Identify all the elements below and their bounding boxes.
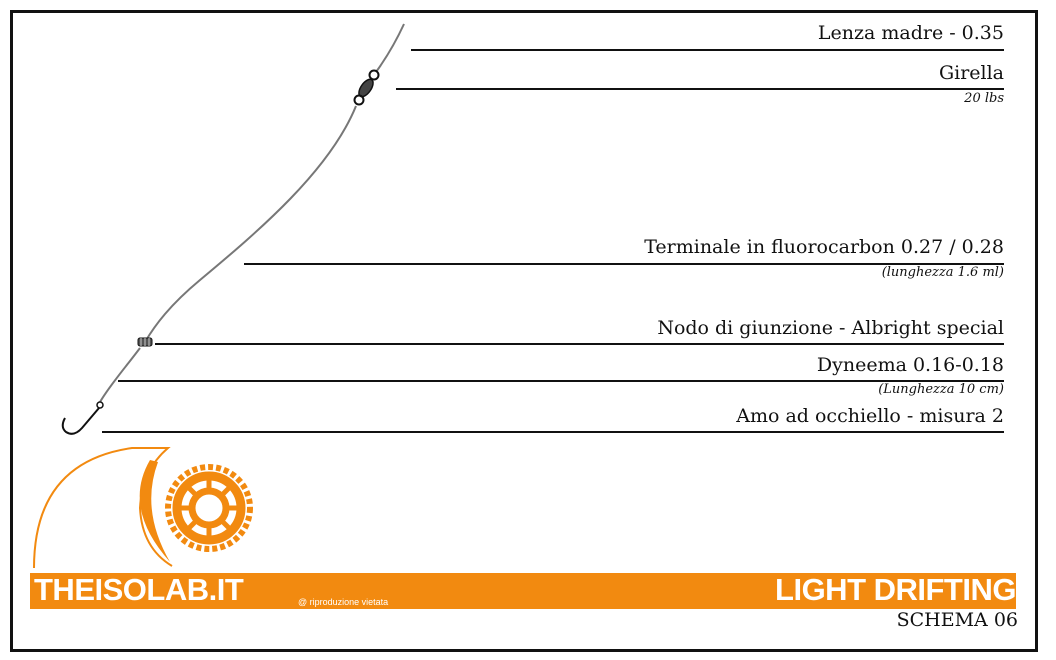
footer-banner <box>30 573 1016 609</box>
label-swivel: Girella <box>938 62 1004 84</box>
label-mainline: Lenza madre - 0.35 <box>817 22 1004 44</box>
diagram-frame <box>10 10 1038 652</box>
note-swivel: 20 lbs <box>964 91 1004 106</box>
note-leader: (lunghezza 1.6 ml) <box>881 265 1004 280</box>
hook-icon <box>61 401 104 435</box>
swivel-icon <box>353 69 380 106</box>
rule-dyneema <box>118 380 1004 382</box>
copyright-note: @ riproduzione vietata <box>298 597 389 607</box>
diagram-title: LIGHT DRIFTING <box>775 572 1016 607</box>
brand-name: THEISOLAB.IT <box>34 572 244 607</box>
knot-icon <box>137 337 153 347</box>
note-dyneema: (Lunghezza 10 cm) <box>878 382 1004 397</box>
schema-number: SCHEMA 06 <box>896 609 1018 631</box>
rule-swivel <box>396 88 1004 90</box>
rule-hook <box>102 431 1004 433</box>
label-dyneema: Dyneema 0.16-0.18 <box>816 354 1004 376</box>
mainline-path <box>375 23 405 73</box>
label-hook: Amo ad occhiello - misura 2 <box>736 405 1004 427</box>
label-knot: Nodo di giunzione - Albright special <box>657 317 1004 339</box>
logo-wheel-icon <box>33 447 253 569</box>
rule-leader <box>244 263 1004 265</box>
dyneema-path <box>99 347 141 403</box>
leader-path <box>144 105 357 343</box>
rule-knot <box>155 343 1004 345</box>
label-leader: Terminale in fluorocarbon 0.27 / 0.28 <box>644 236 1004 258</box>
rule-mainline <box>411 49 1004 51</box>
